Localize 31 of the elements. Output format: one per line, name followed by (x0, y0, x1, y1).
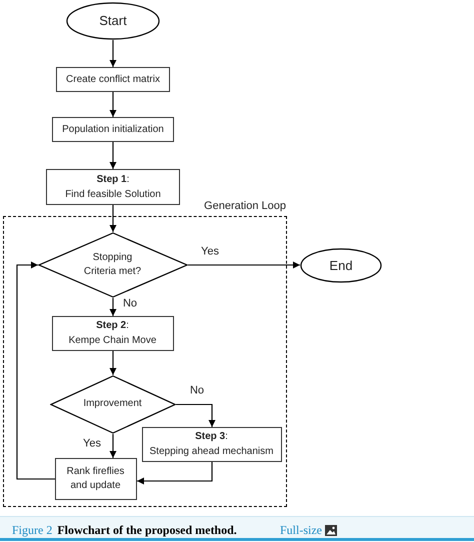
arrow (188, 262, 300, 268)
arrow (110, 351, 116, 375)
step-text: Find feasible Solution (65, 188, 161, 202)
step-heading: Step 1: (96, 173, 130, 187)
arrow (110, 205, 116, 232)
process-box: Population initialization (52, 117, 174, 142)
process-box (142, 426, 282, 462)
decision-diamond: Improvement (50, 374, 176, 434)
arrow (110, 142, 116, 169)
step-text: Kempe Chain Move (68, 334, 156, 348)
step-heading: Step 2: (96, 319, 129, 333)
arrow (16, 262, 55, 480)
arrow (176, 404, 216, 427)
terminal-ellipse: End (300, 248, 382, 283)
arrow (110, 92, 116, 117)
arrow (110, 40, 116, 67)
arrow (137, 462, 213, 484)
arrow (110, 434, 116, 458)
figure-number: Figure 2 (12, 522, 52, 539)
group-title: Generation Loop (204, 199, 286, 214)
arrow (110, 298, 116, 316)
process-box: Rank fireflies and update (54, 458, 136, 500)
decision-diamond: Stopping Criteria met? (38, 232, 188, 298)
caption: Flowchart of the proposed method. (57, 522, 237, 539)
full-size-link: Full-size (280, 522, 322, 539)
terminal-ellipse: Start (66, 2, 160, 40)
process-box: Create conflict matrix (56, 67, 170, 92)
process-box (46, 169, 180, 205)
process-box (52, 316, 174, 350)
step-text: Stepping ahead mechanism (150, 445, 274, 459)
step-heading: Step 3: (195, 430, 228, 444)
